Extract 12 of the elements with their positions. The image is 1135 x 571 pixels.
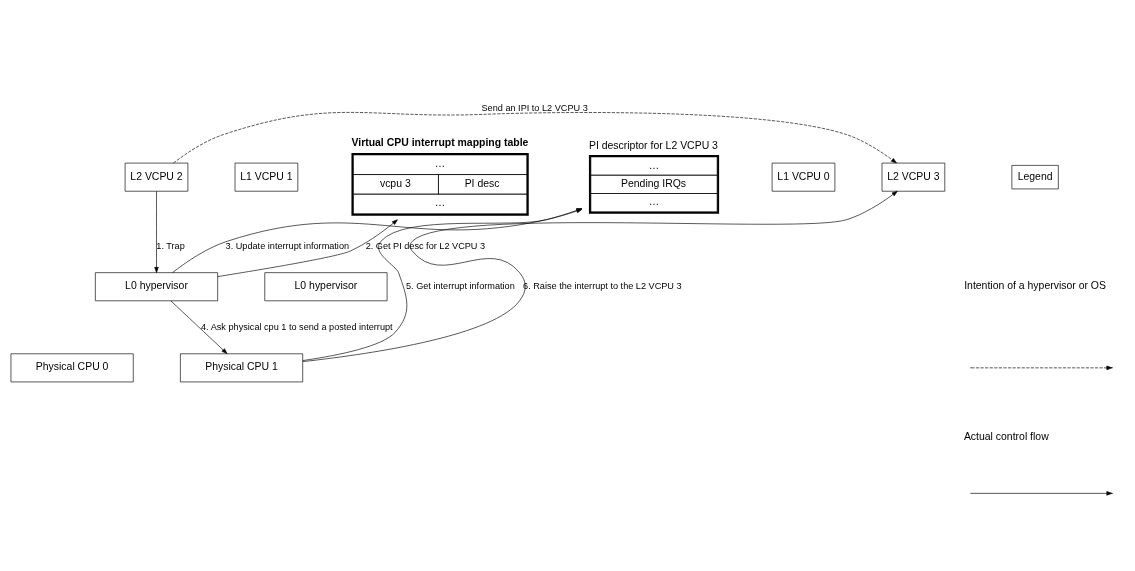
edge-label: 1. Trap [156, 240, 185, 251]
edge-label: 2. Get PI desc for L2 VCPU 3 [365, 240, 486, 251]
edge-label: 6. Raise the interrupt to the L2 VCPU 3 [523, 281, 682, 292]
edge-label: Send an IPI to L2 VCPU 3 [481, 102, 588, 113]
edge-label: 4. Ask physical cpu 1 to send a posted interrupt [201, 321, 393, 332]
node-label: Virtual CPU interrupt mapping table [351, 137, 529, 149]
legend-label: Intention of a hypervisor or OS [964, 280, 1106, 292]
edge-label: 3. Update interrupt information [225, 240, 350, 251]
legend-label: Actual control flow [963, 431, 1049, 443]
label: Legend [1017, 170, 1053, 182]
node-label: PI descriptor for L2 VCPU 3 [588, 139, 718, 151]
edge-label: 5. Get interrupt information [406, 281, 515, 292]
